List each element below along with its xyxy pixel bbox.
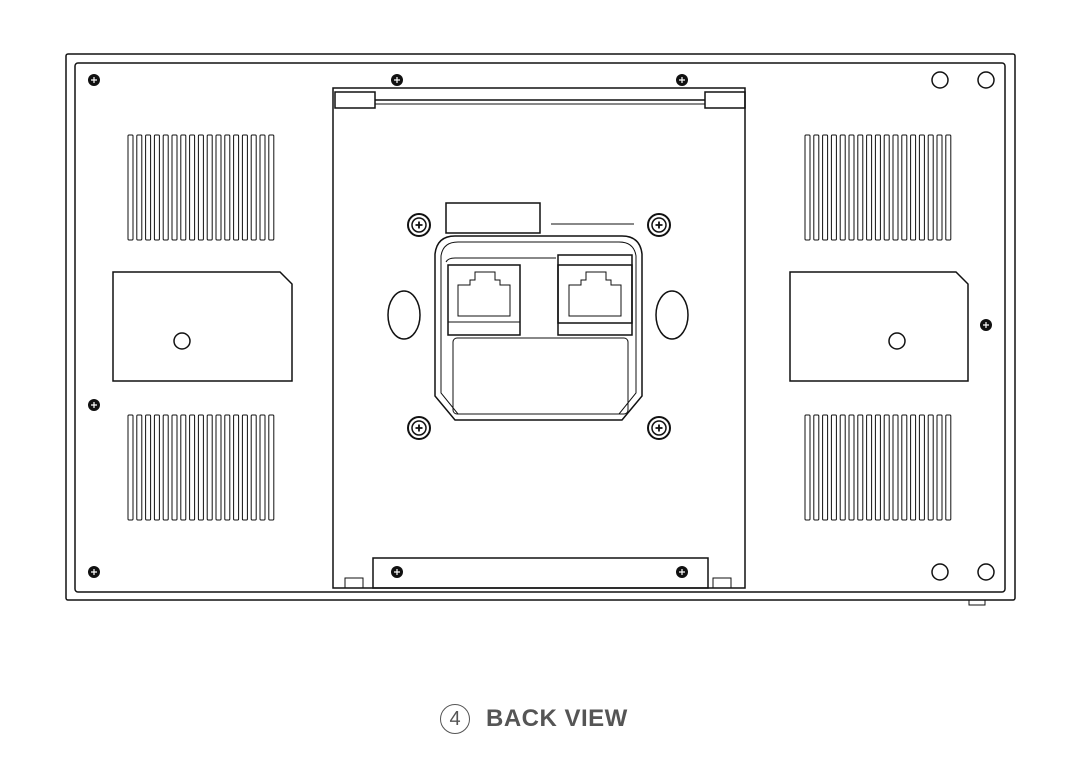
vent-slot (936, 414, 943, 521)
vent-slot (848, 134, 855, 241)
vent-slot (918, 414, 925, 521)
vent-slot (259, 134, 266, 241)
label-left (112, 271, 293, 382)
vent-slot (153, 414, 160, 521)
screws (88, 74, 992, 578)
vent-slot (945, 134, 952, 241)
vent-slot (268, 134, 275, 241)
vent-slot (883, 414, 890, 521)
vent-slot (866, 134, 873, 241)
screw-icon (647, 416, 671, 440)
vent-slot (822, 134, 829, 241)
screw-icon (391, 74, 403, 86)
vent-slot (153, 134, 160, 241)
vent-slot (171, 134, 178, 241)
vent-slot (136, 414, 143, 521)
screw-icon (88, 74, 100, 86)
view-title: BACK VIEW (486, 705, 628, 732)
vent-slot (241, 134, 248, 241)
screw-icon (407, 416, 431, 440)
mounting-plate (332, 87, 746, 589)
vent-slot (250, 414, 257, 521)
vent-slot (874, 134, 881, 241)
vent-slot (857, 134, 864, 241)
screw-icon (676, 74, 688, 86)
vent-slot (224, 134, 231, 241)
vent-slot (918, 134, 925, 241)
vent-slot (883, 134, 890, 241)
vent-slot (830, 134, 837, 241)
vent-slot (927, 414, 934, 521)
vent-slot (857, 414, 864, 521)
vent-slot (189, 414, 196, 521)
vent-slot (233, 414, 240, 521)
vent-grille (127, 414, 275, 521)
screw-icon (980, 319, 992, 331)
device-outline (65, 53, 1016, 606)
vent-slot (145, 414, 152, 521)
rj45-port-1 (447, 264, 521, 336)
vent-grilles (127, 134, 952, 521)
vent-grille (804, 134, 952, 241)
vent-slot (945, 414, 952, 521)
screw-icon (647, 213, 671, 237)
vent-slot (215, 134, 222, 241)
vent-slot (874, 414, 881, 521)
vent-slot (180, 134, 187, 241)
vent-slot (197, 414, 204, 521)
vent-slot (206, 414, 213, 521)
vent-slot (259, 414, 266, 521)
vent-slot (830, 414, 837, 521)
vent-slot (189, 134, 196, 241)
vent-slot (145, 134, 152, 241)
vent-slot (901, 134, 908, 241)
vent-slot (171, 414, 178, 521)
vent-slot (927, 134, 934, 241)
vent-slot (813, 134, 820, 241)
vent-slot (127, 414, 134, 521)
vent-slot (901, 414, 908, 521)
label-right (789, 271, 969, 382)
vent-slot (180, 414, 187, 521)
vent-slot (162, 414, 169, 521)
vent-slot (197, 134, 204, 241)
rj45-port-2 (557, 254, 633, 336)
vent-slot (136, 134, 143, 241)
vent-slot (250, 134, 257, 241)
open-holes (931, 71, 995, 581)
vent-slot (215, 414, 222, 521)
vent-slot (839, 414, 846, 521)
vent-slot (224, 414, 231, 521)
vent-slot (822, 414, 829, 521)
oval-slots (387, 290, 689, 340)
screw-icon (676, 566, 688, 578)
vent-slot (910, 134, 917, 241)
vent-slot (206, 134, 213, 241)
screw-icon (407, 213, 431, 237)
vent-slot (892, 134, 899, 241)
vent-slot (839, 134, 846, 241)
vent-slot (866, 414, 873, 521)
vent-slot (804, 134, 811, 241)
vent-slot (268, 414, 275, 521)
vent-slot (162, 134, 169, 241)
vent-slot (804, 414, 811, 521)
vent-grille (804, 414, 952, 521)
vent-slot (910, 414, 917, 521)
vent-slot (127, 134, 134, 241)
screw-icon (88, 566, 100, 578)
vent-slot (892, 414, 899, 521)
vent-grille (127, 134, 275, 241)
screw-icon (391, 566, 403, 578)
vent-slot (233, 134, 240, 241)
screw-icon (88, 399, 100, 411)
connector-module (434, 202, 643, 421)
vent-slot (241, 414, 248, 521)
view-number-badge: 4 (440, 704, 470, 734)
vent-slot (936, 134, 943, 241)
vent-slot (813, 414, 820, 521)
vent-slot (848, 414, 855, 521)
view-caption: 4 BACK VIEW (440, 704, 628, 734)
